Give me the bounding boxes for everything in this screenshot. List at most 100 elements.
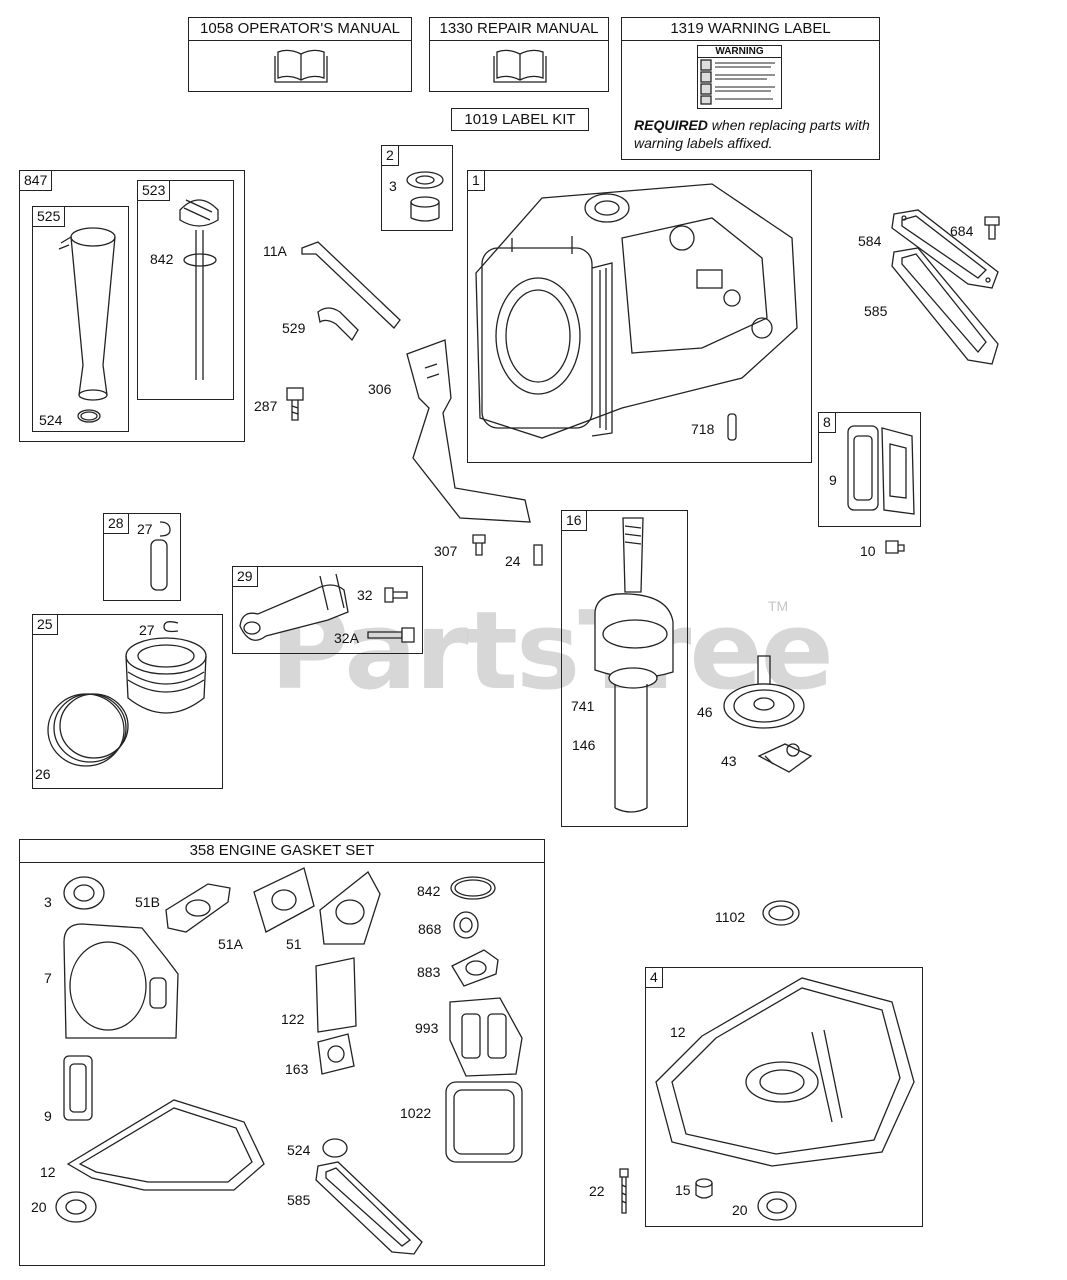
callout-524: 524 — [39, 412, 63, 428]
group-523-box[interactable] — [137, 180, 234, 400]
group-847-tag: 847 — [19, 170, 53, 191]
group-2-tag: 2 — [381, 145, 399, 166]
warning-sticker-title: WARNING — [698, 46, 781, 58]
plug-15-drawing — [695, 1178, 713, 1199]
callout-51: 51 — [286, 936, 302, 952]
gasket-51a-drawing — [253, 867, 315, 933]
callout-306: 306 — [368, 381, 392, 397]
callout-146: 146 — [572, 737, 596, 753]
callout-287: 287 — [254, 398, 278, 414]
callout-43: 43 — [721, 753, 737, 769]
group-1-box[interactable] — [467, 170, 812, 463]
gasket-163-drawing — [317, 1033, 355, 1075]
dipstick-tube-drawing — [58, 227, 116, 401]
key-24-drawing — [533, 544, 543, 566]
callout-122: 122 — [281, 1011, 305, 1027]
callout-46: 46 — [697, 704, 713, 720]
operators-manual-title: 1058 OPERATOR'S MANUAL — [189, 18, 411, 41]
callout-27: 27 — [137, 521, 153, 537]
repair-manual-box[interactable]: 1330 REPAIR MANUAL — [429, 17, 609, 92]
warning-label-title: 1319 WARNING LABEL — [622, 18, 879, 41]
callout-7: 7 — [44, 970, 52, 986]
gasket-585b-drawing — [315, 1161, 423, 1255]
screw-307-drawing — [472, 534, 486, 556]
group-4-box[interactable] — [645, 967, 923, 1227]
o-ring-842b-drawing — [450, 876, 496, 900]
callout-9b: 9 — [44, 1108, 52, 1124]
callout-993: 993 — [415, 1020, 439, 1036]
gasket-set-box[interactable]: 358 ENGINE GASKET SET — [19, 839, 545, 1266]
piston-rings-drawing — [47, 693, 129, 767]
callout-20b: 20 — [732, 1202, 748, 1218]
callout-684: 684 — [950, 223, 974, 239]
governor-43-drawing — [757, 743, 813, 773]
callout-3: 3 — [389, 178, 397, 194]
label-kit-box[interactable]: 1019 LABEL KIT — [451, 108, 589, 131]
seal-1102-drawing — [762, 900, 800, 926]
callout-1022: 1022 — [400, 1105, 432, 1121]
screw-10-drawing — [885, 540, 905, 554]
group-8-tag: 8 — [818, 412, 836, 433]
cam-gear-46-drawing — [723, 655, 805, 729]
group-28-box[interactable] — [103, 513, 181, 601]
o-ring-524b-drawing — [322, 1138, 348, 1158]
callout-24: 24 — [505, 553, 521, 569]
warning-sticker-icon — [700, 59, 775, 105]
seal-20-drawing — [55, 1191, 97, 1223]
callout-15: 15 — [675, 1182, 691, 1198]
connecting-rod-drawing — [239, 573, 349, 641]
callout-22: 22 — [589, 1183, 605, 1199]
group-25-tag: 25 — [32, 614, 58, 635]
gasket-12-drawing — [66, 1099, 265, 1191]
group-8-box[interactable] — [818, 412, 921, 527]
sump-cover-drawing — [655, 977, 915, 1167]
callout-163: 163 — [285, 1061, 309, 1077]
group-25-box[interactable] — [32, 614, 223, 789]
trademark-mark: TM — [768, 598, 789, 614]
callout-3b: 3 — [44, 894, 52, 910]
callout-307: 307 — [434, 543, 458, 559]
operators-manual-box[interactable]: 1058 OPERATOR'S MANUAL — [188, 17, 412, 92]
piston-ring-27-drawing — [163, 621, 179, 633]
gasket-9-drawing — [63, 1055, 93, 1121]
callout-10: 10 — [860, 543, 876, 559]
gasket-51-drawing — [319, 871, 381, 945]
callout-718: 718 — [691, 421, 715, 437]
warning-note-text: when replacing parts with warning labels… — [634, 117, 870, 151]
callout-12a: 12 — [40, 1164, 56, 1180]
gasket-993-drawing — [449, 997, 523, 1077]
gasket-set-title: 358 ENGINE GASKET SET — [20, 840, 544, 863]
seal-868-drawing — [453, 911, 479, 939]
manual-book-icon — [493, 49, 547, 83]
callout-32a: 32A — [334, 630, 359, 646]
gasket-1022-drawing — [445, 1081, 523, 1163]
seal-20b-drawing — [757, 1191, 797, 1221]
callout-32: 32 — [357, 587, 373, 603]
group-525-box[interactable] — [32, 206, 129, 432]
group-29-tag: 29 — [232, 566, 258, 587]
group-29-box[interactable] — [232, 566, 423, 654]
group-16-tag: 16 — [561, 510, 587, 531]
gasket-883-drawing — [451, 949, 499, 987]
repair-manual-title: 1330 REPAIR MANUAL — [430, 18, 608, 41]
group-4-tag: 4 — [645, 967, 663, 988]
callout-741: 741 — [571, 698, 595, 714]
bolt-32-drawing — [384, 587, 408, 603]
screw-287-drawing — [286, 387, 304, 421]
callout-585b: 585 — [287, 1192, 311, 1208]
warning-note-bold: REQUIRED — [634, 117, 708, 133]
seal-3-drawing — [63, 876, 105, 910]
warning-label-box[interactable]: 1319 WARNING LABEL WARNING REQUIRED when… — [621, 17, 880, 160]
group-28-tag: 28 — [103, 513, 129, 534]
group-16-box[interactable] — [561, 510, 688, 827]
manual-book-icon — [274, 49, 328, 83]
o-ring-842-drawing — [183, 253, 217, 267]
bolt-32a-drawing — [367, 627, 415, 643]
warning-note: REQUIRED when replacing parts with warni… — [634, 116, 874, 152]
valve-cover-drawing — [847, 425, 915, 515]
piston-pin-drawing — [150, 521, 171, 591]
group-847-box[interactable] — [19, 170, 245, 442]
callout-27b: 27 — [139, 622, 155, 638]
callout-51a: 51A — [218, 936, 243, 952]
group-2-box[interactable] — [381, 145, 453, 231]
